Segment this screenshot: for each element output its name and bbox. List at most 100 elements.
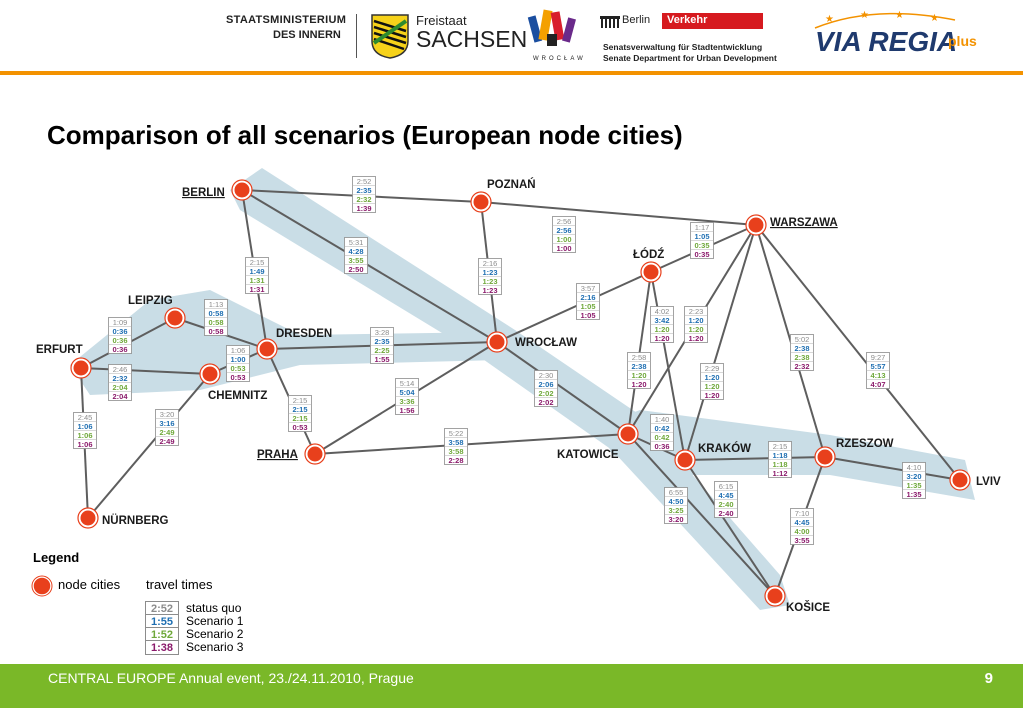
travel-time-boxes: 2:522:352:321:392:562:561:001:001:171:05… [73,176,926,545]
viaregia-plus-text: plus [948,33,977,49]
legend-label-status-quo: status quo [186,601,242,615]
travel-time-box: 2:161:231:231:23 [478,258,502,295]
city-label-berlin: BERLIN [182,187,225,199]
city-label-rzeszow: RZESZOW [836,438,894,450]
time-scenario1: 3:16 [159,419,174,428]
city-labels: BERLINPOZNAŃWARSZAWAŁÓDŹLEIPZIGDRESDENER… [36,178,1001,614]
time-scenario1: 0:36 [112,327,127,336]
time-status-quo: 4:10 [907,463,922,472]
footer-event-text: CENTRAL EUROPE Annual event, 23./24.11.2… [48,670,414,686]
header-bar: STAATSMINISTERIUM DES INNERN Freistaat S… [0,0,1023,72]
time-status-quo: 1:17 [695,223,710,232]
time-status-quo: 5:31 [349,238,364,247]
time-scenario3: 0:36 [112,345,127,354]
time-scenario1: 0:58 [208,309,223,318]
time-status-quo: 9:27 [871,353,886,362]
travel-time-box: 6:154:452:402:40 [714,481,738,518]
node-wroclaw [489,334,505,350]
travel-time-box: 5:022:382:382:32 [790,334,814,371]
city-label-kosice: KOŠICE [786,601,830,614]
time-scenario2: 2:25 [374,346,389,355]
time-scenario1: 4:45 [718,491,733,500]
time-scenario3: 1:06 [77,440,92,449]
edge-warszawa-lviv [755,224,961,481]
time-scenario1: 5:57 [870,362,885,371]
time-status-quo: 2:16 [483,259,498,268]
travel-time-box: 2:151:491:311:31 [245,257,269,294]
time-scenario1: 2:06 [538,380,553,389]
time-scenario2: 2:40 [718,500,733,509]
node-katowice [620,426,636,442]
legend: Legend node cities travel times 2:52 1:5… [31,550,293,660]
travel-time-box: 2:291:201:201:20 [700,363,724,400]
travel-time-box: 1:061:000:530:53 [226,345,250,382]
travel-time-box: 2:522:352:321:39 [352,176,376,213]
time-status-quo: 4:02 [655,307,670,316]
edge-berlin-wroclaw [241,189,498,343]
travel-time-box: 4:023:421:201:20 [650,306,674,343]
time-scenario1: 2:35 [374,337,389,346]
travel-time-box: 2:302:062:022:02 [534,370,558,407]
legend-node-icon [31,575,53,597]
time-scenario3: 0:58 [208,327,223,336]
time-scenario1: 1:23 [482,268,497,277]
node-krakow [677,452,693,468]
svg-text:★: ★ [825,14,834,25]
travel-time-box: 3:572:161:051:05 [576,283,600,320]
city-label-chemnitz: CHEMNITZ [208,390,267,402]
city-label-praha: PRAHA [257,449,298,461]
travel-time-box: 6:554:503:253:20 [664,487,688,524]
time-scenario1: 1:00 [230,355,245,364]
time-scenario3: 1:20 [631,380,646,389]
time-status-quo: 1:13 [209,300,224,309]
time-scenario2: 1:18 [772,460,787,469]
travel-time-box: 1:090:360:360:36 [108,317,132,354]
berlin-label: Berlin [622,14,651,26]
travel-time-box: 2:451:061:061:06 [73,412,97,449]
time-status-quo: 3:57 [581,284,596,293]
time-scenario2: 0:42 [654,433,669,442]
travel-time-box: 2:152:152:150:53 [288,395,312,432]
travel-time-box: 2:582:381:201:20 [627,352,651,389]
node-chemnitz [202,366,218,382]
city-nodes [70,179,971,607]
travel-time-box: 1:171:050:350:35 [690,222,714,259]
city-label-warszawa: WARSZAWA [770,217,838,229]
edge-poznan-warszawa [480,201,757,226]
time-scenario2: 2:04 [112,383,128,392]
time-status-quo: 3:20 [160,410,175,419]
time-scenario1: 1:20 [688,316,703,325]
legend-title: Legend [33,550,80,565]
verkehr-box [662,13,763,29]
time-scenario2: 1:05 [580,302,595,311]
node-kosice [767,588,783,604]
svg-text:★: ★ [930,13,939,24]
legend-node-label: node cities [58,577,121,592]
viaregia-logo-text: VIA REGIA [815,26,958,57]
travel-time-box: 9:275:574:134:07 [866,352,890,389]
travel-time-box: 4:103:201:351:35 [902,462,926,499]
travel-time-box: 5:314:283:552:50 [344,237,368,274]
travel-time-box: 2:231:201:201:20 [684,306,708,343]
edge-katowice-kosice [627,433,776,597]
time-status-quo: 2:23 [689,307,704,316]
time-scenario3: 2:32 [794,362,809,371]
time-scenario1: 2:38 [631,362,646,371]
time-scenario3: 2:49 [159,437,174,446]
time-scenario3: 1:20 [654,334,669,343]
time-scenario2: 2:15 [292,414,307,423]
city-label-wroclaw: WROCŁAW [515,337,577,349]
ministry-name-line2: DES INNERN [273,29,341,41]
edge-lodz-wroclaw [496,271,652,343]
node-dresden [259,341,275,357]
travel-time-box: 1:130:580:580:58 [204,299,228,336]
time-status-quo: 1:09 [113,318,128,327]
edge-warszawa-krakow [684,224,757,461]
time-scenario2: 1:20 [631,371,646,380]
travel-time-box: 2:151:181:181:12 [768,441,792,478]
header-accent-line [0,71,1023,75]
legend-sample-status-quo: 2:52 [151,603,173,615]
edge-erfurt-chemnitz [80,367,211,375]
node-berlin [234,182,250,198]
legend-label-scenario1: Scenario 1 [186,614,244,628]
